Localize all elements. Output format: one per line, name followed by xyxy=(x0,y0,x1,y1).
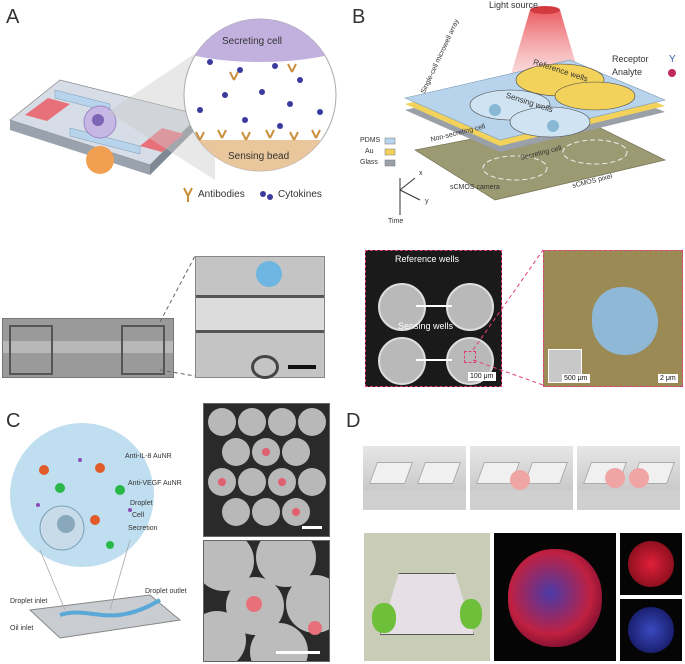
secretion-label: Secretion xyxy=(128,525,158,532)
au-label: Au xyxy=(365,148,374,155)
antibody-legend-icon xyxy=(183,187,193,202)
scale-100-label: 100 μm xyxy=(468,372,496,381)
panel-d-render-1 xyxy=(363,446,466,510)
panel-letter-a: A xyxy=(6,6,20,28)
receptor-icon: Y xyxy=(669,54,676,65)
secreting-cell-b-icon xyxy=(547,120,559,132)
antibodies-label: Antibodies xyxy=(198,189,245,200)
receptor-label: Receptor xyxy=(612,54,649,64)
cytokine-legend-icon xyxy=(260,191,273,200)
panel-a-schematic xyxy=(9,18,337,202)
droplet-label: Droplet xyxy=(130,500,153,507)
micro-reference-label: Reference wells xyxy=(395,254,460,264)
panel-c-schematic xyxy=(10,423,182,639)
panel-a-micrograph-wide xyxy=(2,318,174,378)
scale-bar xyxy=(276,651,320,654)
panel-d-fluor-blue xyxy=(620,599,682,661)
cytokines-label: Cytokines xyxy=(278,189,322,200)
non-secreting-cell-icon xyxy=(489,104,501,116)
panel-a-micrograph-zoom xyxy=(195,256,325,379)
au-swatch xyxy=(384,148,396,156)
cell-label: Cell xyxy=(132,512,145,519)
sensing-bead-icon xyxy=(86,146,114,174)
analyte-label: Analyte xyxy=(612,67,643,77)
axis-x-label: x xyxy=(419,170,423,177)
panel-d-fluor-spheroid xyxy=(494,533,616,661)
panel-d-micrograph-trap xyxy=(364,533,490,661)
panel-d-render-3 xyxy=(577,446,680,510)
panel-d-render-2 xyxy=(470,446,573,510)
sensing-bead-label: Sensing bead xyxy=(228,151,290,162)
panel-letter-d: D xyxy=(346,410,361,432)
panel-b-schematic: Y xyxy=(384,6,676,215)
droplet-inlet-label: Droplet inlet xyxy=(10,598,48,605)
secreting-cell-label: Secreting cell xyxy=(222,36,283,47)
anti-vegf-label: Anti-VEGF AuNR xyxy=(128,480,182,487)
scmos-camera-label: sCMOS camera xyxy=(450,184,500,191)
panel-b-micrograph-wells xyxy=(365,250,502,387)
panel-c-droplet-zoom xyxy=(203,540,330,662)
pdms-label: PDMS xyxy=(360,137,381,144)
panel-b-micrograph-sem xyxy=(543,250,683,387)
axis-y-label: y xyxy=(425,198,429,205)
panel-letter-b: B xyxy=(352,6,366,28)
light-source-label: Light source xyxy=(489,0,539,10)
droplet-outlet-label: Droplet outlet xyxy=(145,588,187,595)
micro-sensing-label: Sensing wells xyxy=(398,321,454,331)
glass-label: Glass xyxy=(360,159,378,166)
pdms-swatch xyxy=(384,137,396,145)
anti-il8-label: Anti-IL-8 AuNR xyxy=(125,453,172,460)
time-label: Time xyxy=(388,218,404,225)
glass-swatch xyxy=(384,159,396,167)
panel-letter-c: C xyxy=(6,410,21,432)
panel-d-fluor-red xyxy=(620,533,682,595)
scale-500-label: 500 μm xyxy=(562,374,590,383)
panel-c-droplet-array xyxy=(203,403,330,537)
oil-inlet-label: Oil inlet xyxy=(10,625,34,632)
scale-2-label: 2 μm xyxy=(658,374,678,383)
scale-bar xyxy=(302,526,322,529)
analyte-icon xyxy=(668,69,676,77)
scale-bar xyxy=(288,365,316,369)
